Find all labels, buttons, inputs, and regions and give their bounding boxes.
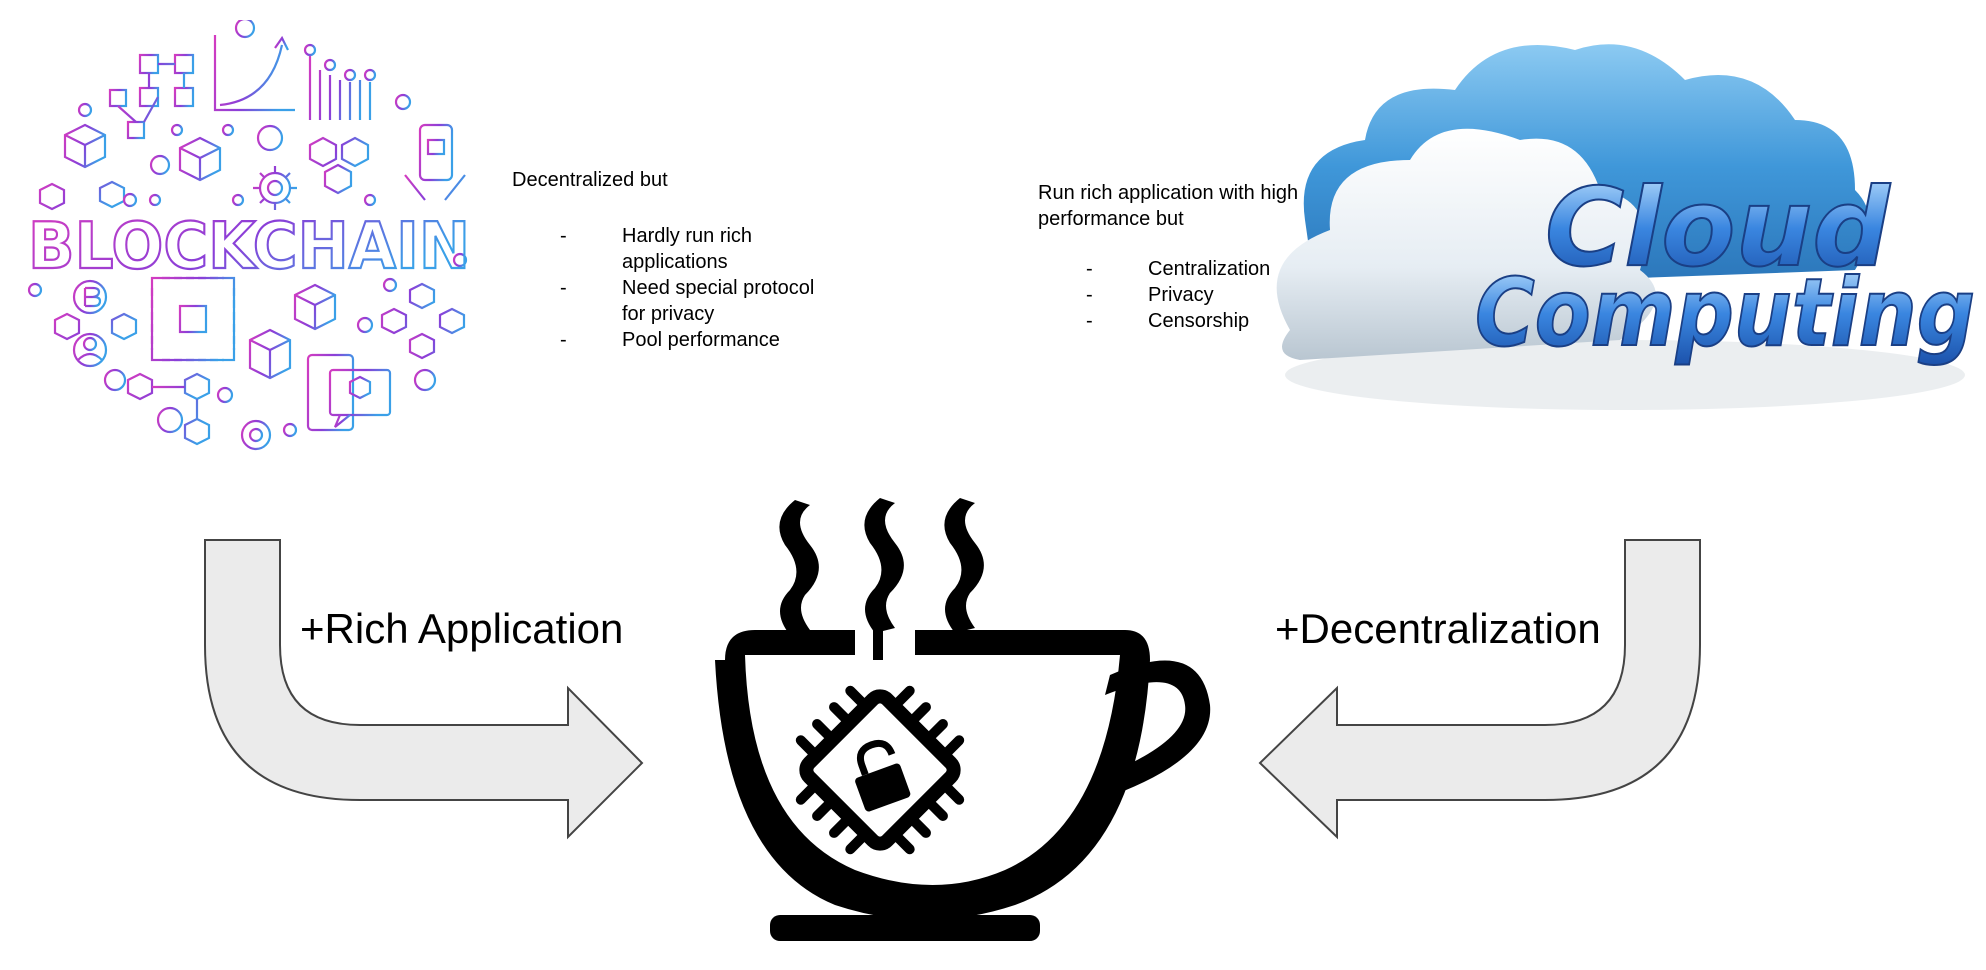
list-item: -Privacy bbox=[1086, 284, 1214, 306]
rich-application-label: +Rich Application bbox=[300, 605, 624, 652]
cloud-bullet-list: -Centralization -Privacy -Censorship bbox=[1038, 256, 1338, 334]
blockchain-notes: Decentralized but -Hardly run rich appli… bbox=[512, 167, 842, 353]
blockchain-logo-word: BLOCKCHAIN bbox=[28, 210, 470, 284]
cloud-logo-word-computing: Computing bbox=[1475, 259, 1975, 368]
left-bent-arrow bbox=[204, 539, 644, 840]
right-bent-arrow bbox=[1258, 539, 1701, 840]
coffee-cup-chip-lock-icon bbox=[715, 498, 1211, 941]
list-item: -Pool performance bbox=[560, 329, 780, 351]
cloud-icon: Cloud Computing bbox=[1276, 44, 1976, 410]
list-item: -Centralization bbox=[1086, 258, 1271, 280]
cloud-logo-word-cloud: Cloud bbox=[1545, 166, 1891, 291]
blockchain-bullet-list: -Hardly run rich applications -Need spec… bbox=[512, 223, 842, 353]
list-item: -Censorship bbox=[1086, 310, 1250, 332]
decentralization-label: +Decentralization bbox=[1275, 605, 1601, 652]
list-item: -Hardly run rich applications bbox=[560, 225, 753, 273]
list-item: -Need special protocol for privacy bbox=[560, 277, 815, 325]
blockchain-heading: Decentralized but bbox=[512, 169, 668, 191]
blockchain-logo-icon: BLOCKCHAIN bbox=[27, 20, 471, 451]
cloud-notes: Run rich application with high performan… bbox=[1038, 180, 1338, 334]
cloud-heading: Run rich application with high performan… bbox=[1038, 182, 1299, 230]
